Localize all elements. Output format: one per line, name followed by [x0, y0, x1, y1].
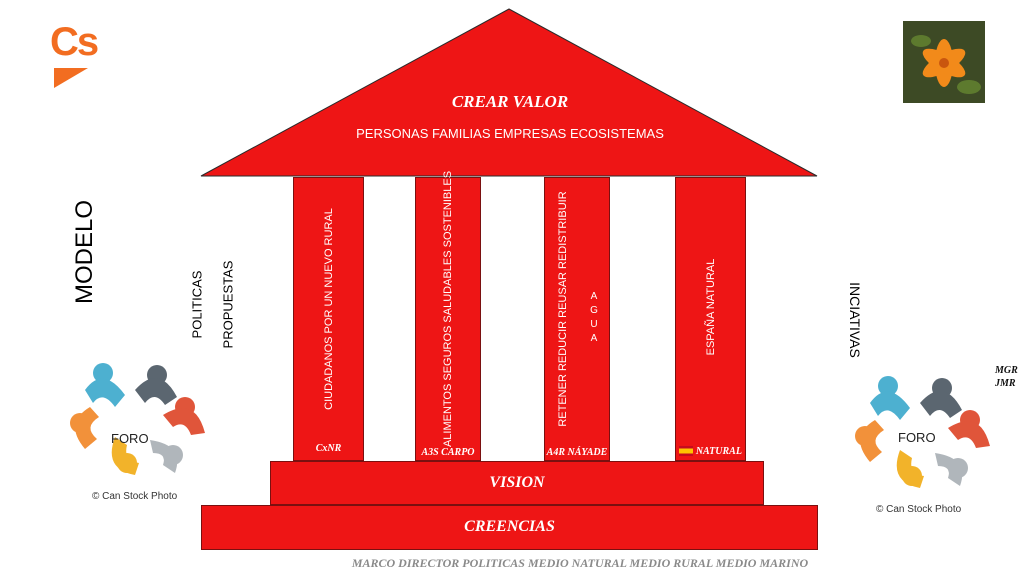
pillar-3-tag: A4R NÁYADE — [546, 447, 608, 458]
pillar-2-text: ALIMENTOS SEGUROS SALUDABLES SOSTENIBLES — [442, 170, 454, 448]
cs-logo: Cs — [50, 20, 114, 92]
foro-left: FORO © Can Stock Photo — [55, 345, 220, 505]
pillar-2: ALIMENTOS SEGUROS SALUDABLES SOSTENIBLES… — [415, 171, 481, 461]
pillar-4-text: ESPAÑA NATURAL — [704, 258, 717, 356]
lily-flower-icon — [903, 21, 985, 103]
initials-jmr: JMR — [995, 378, 1016, 389]
vision-step: VISION — [270, 461, 764, 505]
pillar-4: ESPAÑA NATURAL NATURAL — [675, 177, 746, 461]
logo-text: Cs — [50, 20, 99, 64]
flower-photo — [903, 21, 985, 103]
foro-left-credit: © Can Stock Photo — [92, 491, 178, 502]
pillar-3-text: RETENER REDUCIR REUSAR REDISTRIBUIR — [557, 191, 569, 427]
roof-title: CREAR VALOR — [451, 92, 569, 111]
pillar-4-tag: NATURAL — [695, 446, 742, 457]
propuestas-label: PROPUESTAS — [220, 260, 236, 349]
people-circle-icon — [70, 363, 205, 475]
footer-caption: MARCO DIRECTOR POLITICAS MEDIO NATURAL M… — [351, 556, 809, 570]
iniciativas-label: INCIATIVAS — [847, 282, 863, 358]
modelo-label: MODELO — [71, 199, 98, 304]
pillar-1: CIUDADANOS POR UN NUEVO RURAL CxNR — [293, 177, 364, 461]
initials-mgr: MGR — [995, 365, 1018, 376]
pillar-3-agua: A G U A — [590, 291, 598, 344]
people-circle-icon — [855, 376, 990, 488]
politicas-label: POLITICAS — [189, 270, 205, 339]
spain-flag-icon — [679, 446, 694, 457]
creencias-step: CREENCIAS — [201, 505, 818, 550]
pillar-4-tag-row: NATURAL — [676, 446, 745, 457]
pillar-1-tag: CxNR — [315, 443, 342, 454]
creencias-label: CREENCIAS — [464, 518, 555, 535]
foro-right-credit: © Can Stock Photo — [876, 504, 962, 515]
pillar-3: RETENER REDUCIR REUSAR REDISTRIBUIR A G … — [544, 177, 610, 461]
pillar-2-tag: A3S CARPO — [421, 447, 475, 458]
logo-triangle-icon — [54, 68, 88, 88]
foro-left-label: FORO — [111, 431, 149, 446]
pillar-1-text: CIUDADANOS POR UN NUEVO RURAL — [322, 208, 335, 410]
vision-label: VISION — [489, 474, 545, 491]
foro-right-label: FORO — [898, 430, 936, 445]
foro-right: FORO © Can Stock Photo — [840, 358, 1005, 518]
roof-subtitle: PERSONAS FAMILIAS EMPRESAS ECOSISTEMAS — [356, 126, 664, 141]
